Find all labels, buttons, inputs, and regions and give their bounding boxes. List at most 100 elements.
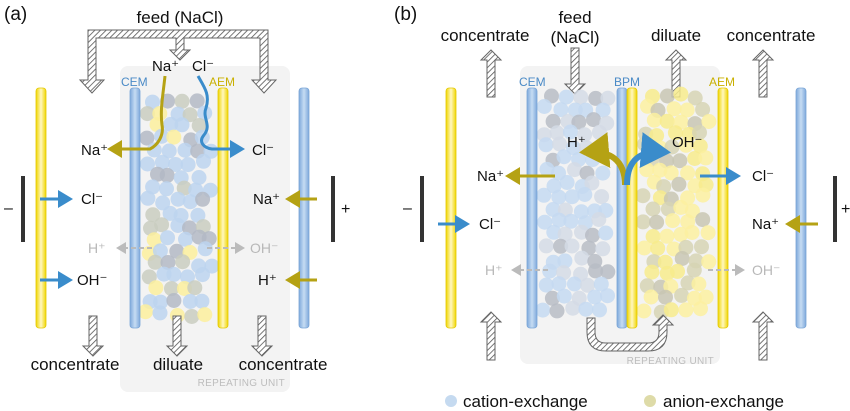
- h-split-label: H⁺: [567, 134, 586, 151]
- panel-b: (b) REPEATING UNIT concentrate feed (NaC…: [394, 4, 850, 367]
- aem-label-b: AEM: [709, 75, 735, 89]
- resin-bead: [600, 264, 616, 280]
- resin-bead: [658, 289, 673, 305]
- plus-sign-b: +: [841, 201, 850, 218]
- resin-bead: [673, 199, 689, 215]
- resin-bead: [180, 269, 195, 285]
- resin-bead: [566, 140, 581, 156]
- bpm-label: BPM: [614, 75, 640, 89]
- resin-bead: [567, 162, 582, 178]
- resin-bead: [695, 187, 711, 203]
- panel-b-label: (b): [394, 4, 417, 25]
- resin-bead: [671, 176, 687, 192]
- resin-bead: [557, 253, 573, 269]
- resin-bead: [644, 264, 660, 280]
- resin-bead: [196, 153, 211, 169]
- resin-bead: [595, 241, 611, 257]
- concentrate-outlet-arrow-left: [81, 315, 105, 357]
- resin-bead: [678, 137, 694, 153]
- resin-bead: [588, 90, 604, 106]
- resin-bead: [159, 181, 174, 197]
- aem-left-outer-b: [445, 87, 457, 329]
- resin-bead: [164, 281, 179, 297]
- cem-label-a: CEM: [121, 75, 148, 89]
- cathode-electrode-a: [21, 176, 25, 242]
- resin-bead: [695, 212, 711, 228]
- resin-bead: [650, 240, 666, 256]
- resin-bead: [174, 93, 190, 109]
- resin-bead: [542, 263, 558, 279]
- resin-bead: [687, 151, 703, 166]
- resin-bead: [673, 86, 689, 102]
- bpm-anion-layer: [626, 87, 638, 329]
- aem-label-a: AEM: [209, 75, 235, 89]
- resin-bead: [195, 191, 211, 207]
- na-out-label: Na⁺: [81, 142, 108, 159]
- resin-bead: [594, 189, 610, 205]
- resin-bead: [674, 251, 690, 266]
- u-turn-transfer-arrow: [586, 314, 675, 352]
- resin-bead: [552, 136, 568, 152]
- resin-bead: [598, 225, 614, 241]
- resin-bead: [170, 191, 186, 207]
- resin-bead: [175, 254, 191, 270]
- resin-bead: [666, 101, 682, 117]
- resin-bead: [197, 241, 213, 257]
- resin-bead: [182, 220, 197, 236]
- cem-membrane-a: [129, 87, 141, 329]
- resin-bead: [538, 238, 554, 254]
- concentrate-up-arrow-left: [479, 49, 503, 98]
- resin-bead: [665, 213, 681, 229]
- resin-bead: [551, 276, 567, 292]
- aem-left-outer: [35, 87, 47, 329]
- resin-bead: [636, 240, 652, 256]
- na-out-label-b: Na⁺: [477, 168, 504, 185]
- resin-bead: [182, 107, 198, 123]
- resin-bead: [166, 129, 182, 145]
- resin-bead: [563, 213, 579, 229]
- resin-bead: [571, 114, 587, 130]
- resin-bead: [161, 143, 177, 159]
- resin-bead: [687, 90, 703, 106]
- h-right-label: H⁺: [258, 272, 277, 289]
- resin-bead: [645, 201, 661, 217]
- resin-bead: [556, 149, 572, 165]
- resin-bead: [577, 187, 593, 202]
- top-output-concentrate-right: concentrate: [727, 26, 816, 45]
- resin-bead: [152, 305, 168, 321]
- outlet-arrows-a: [81, 315, 274, 357]
- legend: cation-exchange anion-exchange: [445, 392, 784, 411]
- legend-label-cation: cation-exchange: [463, 392, 588, 411]
- plus-sign-a: +: [341, 201, 350, 218]
- oh-split-label: OH⁻: [672, 134, 702, 151]
- resin-bead: [600, 90, 616, 106]
- resin-bead: [695, 102, 711, 117]
- resin-bead: [563, 124, 578, 140]
- cem-right-outer-b: [795, 87, 807, 329]
- resin-bead: [197, 307, 213, 323]
- resin-bead: [698, 289, 714, 305]
- resin-bead: [538, 137, 554, 153]
- resin-bead: [574, 250, 590, 266]
- resin-bead: [659, 113, 675, 129]
- resin-bead: [585, 227, 600, 243]
- resin-bead: [646, 112, 662, 128]
- resin-bead: [140, 156, 155, 172]
- resin-bead: [692, 138, 708, 154]
- cathode-electrode-b: [420, 176, 424, 242]
- resin-bead: [184, 309, 200, 324]
- concentrate-up-arrow-right: [751, 49, 775, 98]
- resin-bead: [586, 112, 601, 128]
- resin-bead: [549, 303, 565, 319]
- resin-bead: [556, 288, 572, 304]
- resin-bead: [194, 293, 210, 309]
- resin-bead: [588, 263, 604, 279]
- resin-bead: [635, 188, 651, 204]
- resin-bead: [591, 212, 607, 227]
- resin-bead: [537, 214, 553, 230]
- resin-bead: [154, 154, 170, 170]
- resin-bead: [684, 225, 700, 240]
- feed-manifold-arrow: [78, 29, 278, 94]
- resin-bead: [673, 226, 689, 242]
